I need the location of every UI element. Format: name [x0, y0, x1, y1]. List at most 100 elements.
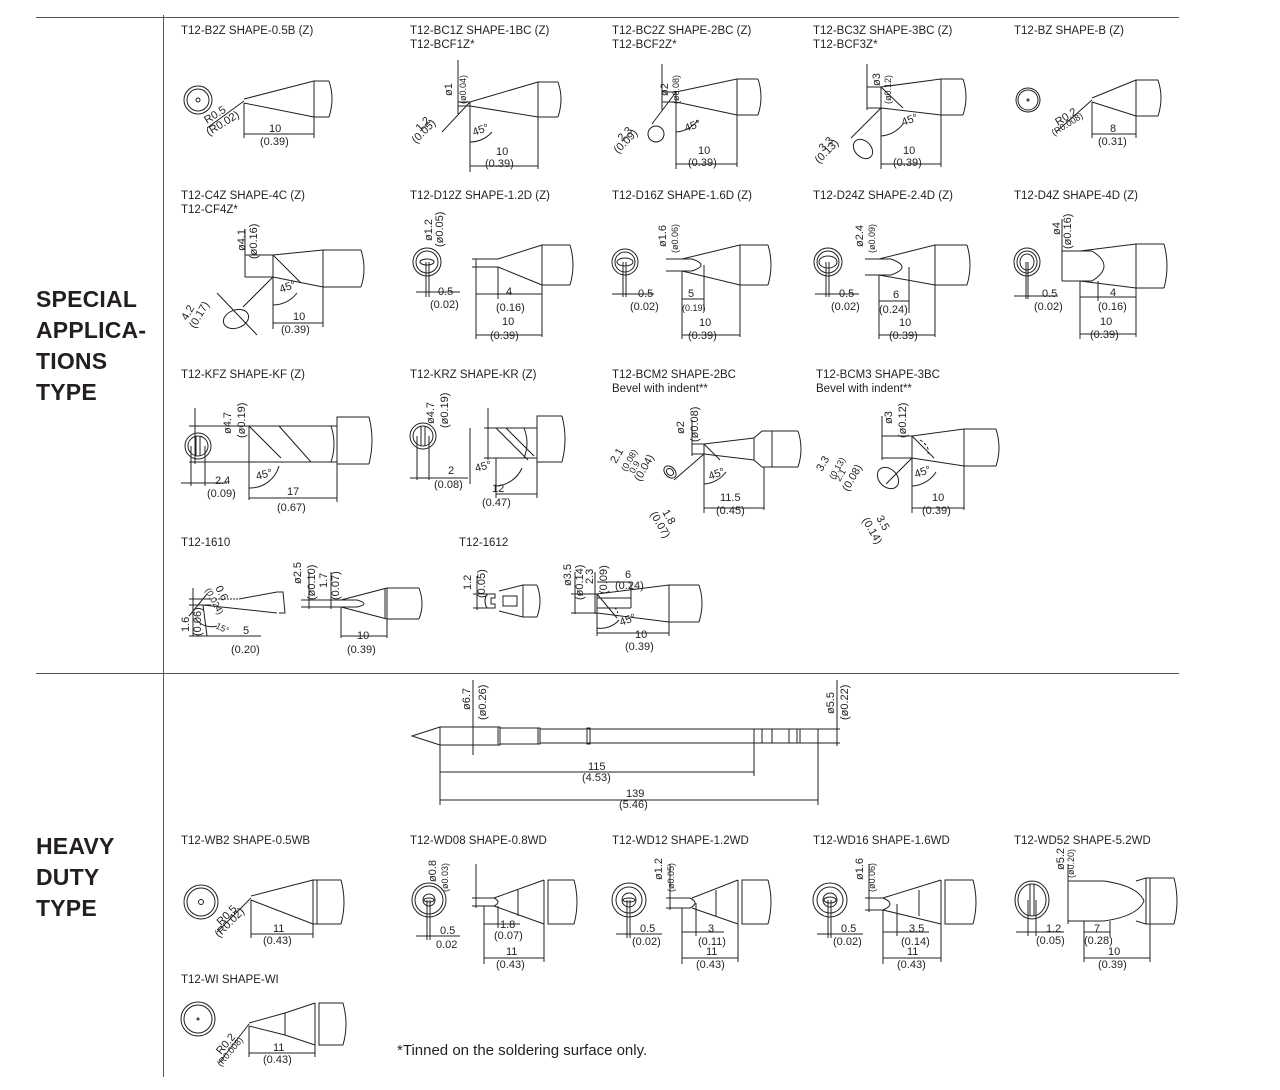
tip-wd12: T12-WD12 SHAPE-1.2WD ø1.2 (ø0.05) 0.5 (0… — [611, 834, 772, 971]
dim-length-in: (0.39) — [1098, 959, 1127, 971]
tip-drawing: R0.5 (R0.02) 11 (0.43) — [183, 879, 345, 947]
dim-length: 10 — [635, 629, 647, 641]
dim-diameter: ø0.8 — [427, 860, 439, 882]
dim-diameter: ø3.5 — [562, 564, 574, 586]
tip-bz: T12-BZ SHAPE-B (Z) R0.2 (R0.008) 8 (0.31… — [1014, 24, 1162, 148]
tip-title: T12-C4Z SHAPE-4C (Z)T12-CF4Z* — [181, 190, 305, 216]
label-line: TIONS — [36, 348, 108, 374]
dim-length: 11.5 — [720, 492, 741, 504]
tip-1610: T12-1610 0.6 (0.024) 1.6 (0.06) 15° 5 (0… — [180, 536, 423, 656]
dim-length-in: (0.39) — [485, 158, 514, 170]
dim-length: 10 — [1100, 316, 1112, 328]
dim-diameter: ø3 — [883, 411, 895, 424]
dim-length-in: (0.39) — [625, 641, 654, 653]
dim-length: 10 — [357, 630, 369, 642]
tip-1612: T12-1612 1.2 (0.05) ø3.5 (ø0.14) 2.3 (0.… — [459, 536, 703, 653]
dim-thickness: 0.5 — [438, 286, 453, 298]
dim-length-in: (0.43) — [696, 959, 725, 971]
tip-title: T12-KRZ SHAPE-KR (Z) — [410, 369, 537, 381]
dim-diameter: ø1 — [443, 83, 455, 96]
dim-length: 10 — [698, 145, 710, 157]
tip-drawing: ø3 (ø0.12) 3.3 (0.13) 45° 10 (0.39) — [813, 64, 967, 169]
dim-length-in: (0.45) — [716, 505, 745, 517]
dim-diameter-in: (ø0.08) — [689, 407, 701, 442]
dim-height: 1.6 — [180, 617, 192, 632]
dim-thickness: 0.5 — [839, 288, 854, 300]
dim-angle: 45° — [683, 118, 703, 135]
tip-title: T12-D16Z SHAPE-1.6D (Z) — [612, 190, 752, 202]
dim-length: 10 — [502, 316, 514, 328]
dim-diameter: ø5.2 — [1055, 848, 1067, 870]
dim-thickness-in: (0.02) — [1034, 301, 1063, 313]
dim-thickness-in: (0.05) — [1036, 935, 1065, 947]
dim-diameter: ø4.7 — [425, 402, 437, 424]
dim-diameter-in: (ø0.03) — [440, 863, 450, 892]
tip-drawing: ø1 (ø0.04) 1.2 (0.05) 45° 10 (0.39) — [410, 60, 562, 172]
dim-flat: 6 — [893, 289, 899, 301]
section-divider — [36, 673, 1179, 674]
tip-krz: T12-KRZ SHAPE-KR (Z) ø4.7 (ø0.19) 2 (0.0… — [409, 368, 566, 509]
tip-title: T12-WD16 SHAPE-1.6WD — [813, 835, 950, 847]
dim-thickness-in: 0.02 — [436, 939, 457, 951]
tip-title: T12-WB2 SHAPE-0.5WB — [181, 835, 311, 847]
dim-length-in: (0.39) — [347, 644, 376, 656]
label-line: TYPE — [36, 895, 97, 921]
tip-drawing: R0.5 (R0.02) 10 (0.39) — [183, 80, 333, 148]
tip-title: T12-D12Z SHAPE-1.2D (Z) — [410, 190, 550, 202]
tip-drawing: ø1.6 (ø0.06) 0.5 (0.02) 3.5 (0.14) 11 (0… — [812, 858, 977, 971]
dim-diameter-body-in: (ø0.26) — [477, 685, 489, 720]
tip-title: T12-1612 — [459, 537, 509, 549]
dim-length-in: (0.43) — [496, 959, 525, 971]
tip-drawing: ø1.2 (ø0.05) 0.5 (0.02) 4 (0.16) 10 (0.3… — [412, 212, 574, 342]
dim-thickness: 2.4 — [215, 475, 230, 487]
label-line: HEAVY — [36, 833, 115, 859]
dim-thickness-in: (0.02) — [831, 301, 860, 313]
dim-diameter-in: (ø0.19) — [236, 403, 248, 438]
dim-diameter: ø4.7 — [222, 412, 234, 434]
dim-flat-in: (0.16) — [496, 302, 525, 314]
dim-angle: 45° — [255, 467, 274, 483]
label-line: APPLICA- — [36, 317, 147, 343]
tip-drawing: ø3 (ø0.12) 3.3 (0.13) 2.1 (0.08) 3.5 (0.… — [814, 403, 1000, 546]
tip-d16z: T12-D16Z SHAPE-1.6D (Z) ø1.6 (ø0.06) 0.5… — [611, 189, 772, 342]
dim-height: 1.2 — [462, 575, 474, 590]
dim-diameter-in: (ø0.14) — [574, 565, 586, 600]
dim-thickness: 2 — [448, 465, 454, 477]
tip-b2z: T12-B2Z SHAPE-0.5B (Z) R0.5 (R0.02) 10 (… — [181, 24, 333, 148]
dim-diameter-in: (ø0.05) — [434, 212, 446, 247]
dim-diameter-in: (ø0.12) — [897, 403, 909, 438]
dim-angle: 45° — [900, 112, 920, 129]
dim-diameter-in: (ø0.05) — [666, 863, 676, 892]
label-column-divider — [163, 15, 164, 1077]
tip-d24z: T12-D24Z SHAPE-2.4D (Z) ø2.4 (ø0.09) 0.5… — [813, 189, 971, 342]
tip-title: T12-BC1Z SHAPE-1BC (Z)T12-BCF1Z* — [410, 25, 550, 51]
dim-diameter-in: (ø0.19) — [439, 393, 451, 428]
section-label-heavy-duty: HEAVY DUTY TYPE — [36, 831, 115, 924]
tip-wd08: T12-WD08 SHAPE-0.8WD ø0.8 (ø0.03) 0.5 0.… — [410, 834, 578, 971]
dim-length: 10 — [903, 145, 915, 157]
tip-drawing: ø4.7 (ø0.19) 2 (0.08) 45° 12 (0.47) — [409, 393, 566, 509]
dim-angle: 45° — [707, 466, 727, 483]
dim-length: 11 — [273, 1042, 284, 1054]
dim-height-in: (0.05) — [476, 569, 488, 598]
shaft-drawing: ø6.7 (ø0.26) ø5.5 (ø0.22) 115 (4.53) 139… — [410, 680, 851, 811]
dim-length: 11 — [273, 923, 284, 935]
tip-drawing: ø5.2 (ø0.20) 1.2 (0.05) 7 (0.28) 10 (0.3… — [1014, 848, 1178, 971]
tip-wd52: T12-WD52 SHAPE-5.2WD ø5.2 (ø0.20) 1.2 (0… — [1014, 834, 1178, 971]
tip-drawing: ø0.8 (ø0.03) 0.5 0.02 1.8 (0.07) 11 (0.4… — [411, 860, 578, 971]
dim-angle: 45° — [618, 612, 638, 629]
tip-drawing: ø4.1 (ø0.16) 4.2 (0.17) 45° 10 (0.39) — [179, 224, 365, 336]
dim-tip-length: 5 — [243, 625, 249, 637]
tip-drawing: ø1.6 (ø0.06) 0.5 (0.02) 5 (0.19) 10 (0.3… — [611, 224, 772, 342]
dim-diameter: ø2.4 — [854, 225, 866, 247]
tip-title: T12-WD52 SHAPE-5.2WD — [1014, 835, 1151, 847]
dim-length-in: (0.39) — [889, 330, 918, 342]
tip-drawing: ø2 (ø0.08) 2.3 (0.09) 45° 10 (0.39) — [612, 64, 762, 169]
tip-title: T12-WD12 SHAPE-1.2WD — [612, 835, 749, 847]
dim-diameter-body: ø6.7 — [461, 688, 473, 710]
section-label-special: SPECIAL APPLICA- TIONS TYPE — [36, 284, 146, 408]
dim-flat: 4 — [506, 286, 512, 298]
dim-diameter-in: (ø0.04) — [458, 75, 468, 104]
dim-length: 11 — [706, 946, 717, 958]
